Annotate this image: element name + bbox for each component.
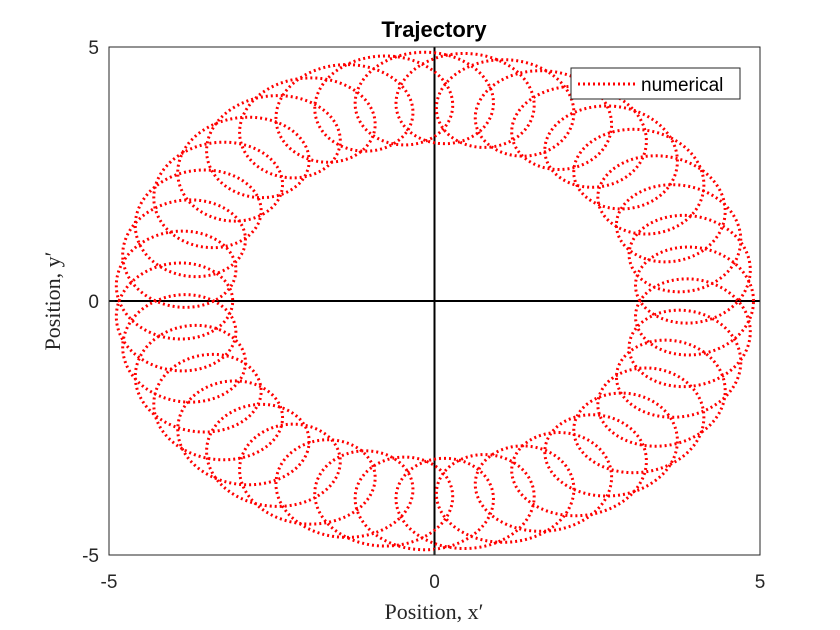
legend: numerical (570, 67, 741, 100)
x-tick-label: -5 (101, 572, 118, 593)
chart-title: Trajectory (381, 17, 487, 42)
x-axis-label: Position, x′ (385, 599, 484, 624)
y-tick-label: 0 (88, 292, 99, 313)
x-tick-label: 0 (429, 572, 440, 593)
x-tick-label: 5 (755, 572, 766, 593)
series-layer (114, 50, 755, 552)
y-tick-label: 5 (88, 38, 99, 59)
series-line-numerical (114, 50, 755, 552)
y-axis-label: Position, y′ (40, 252, 65, 351)
legend-label-numerical: numerical (641, 75, 723, 96)
y-tick-label: -5 (82, 546, 99, 567)
ticks-layer: -5 0 5 5 0 -5 (82, 38, 765, 593)
